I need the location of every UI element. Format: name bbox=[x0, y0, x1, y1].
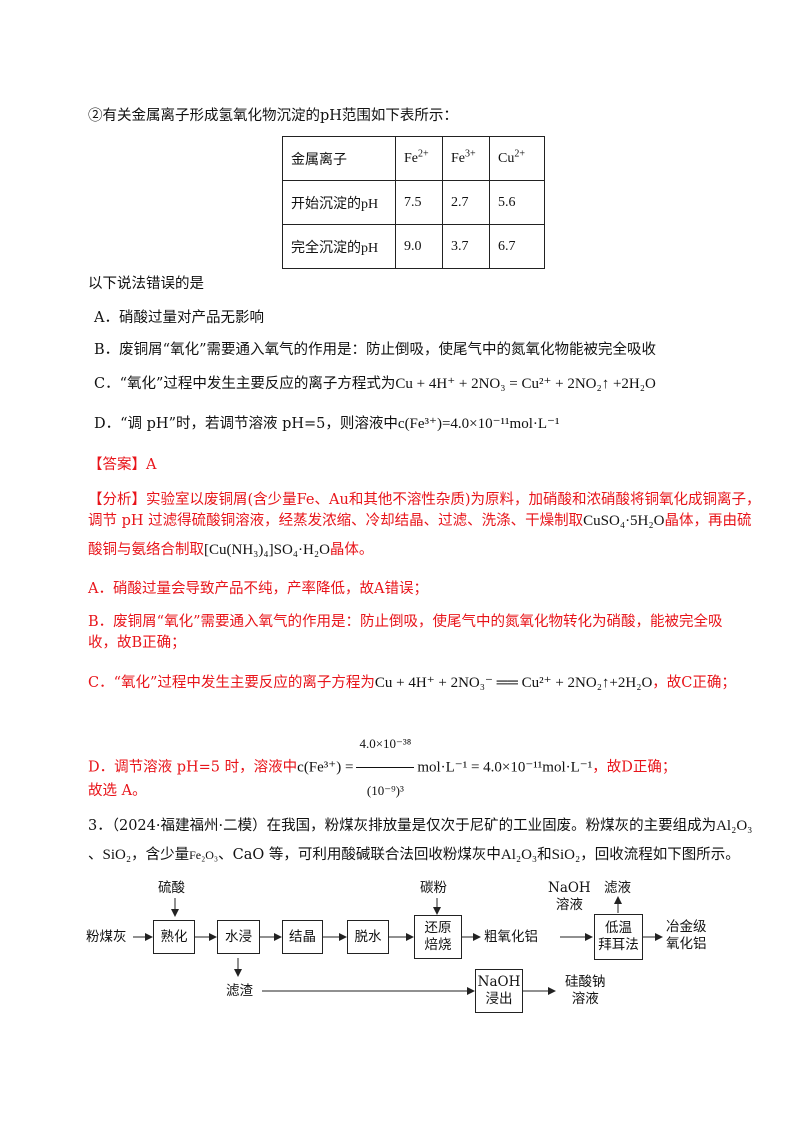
option-b: B．废铜屑“氧化”需要通入氧气的作用是：防止倒吸，使尾气中的氮氧化物能被完全吸收 bbox=[94, 342, 656, 358]
option-d-text: D．“调 pH”时，若调节溶液 pH=5，则溶液中 bbox=[94, 416, 398, 432]
formula: CuSO₄·5H₂O bbox=[583, 513, 665, 529]
analysis-text: ，故D正确； bbox=[592, 759, 677, 776]
question-text: ，回收流程如下图所示。 bbox=[580, 847, 740, 863]
step-reduction-roast: 还原焙烧 bbox=[414, 915, 462, 959]
option-d: D．“调 pH”时，若调节溶液 pH=5，则溶液中c(Fe³⁺)=4.0×10⁻… bbox=[94, 414, 559, 434]
table-cell: 开始沉淀的pH bbox=[282, 180, 396, 225]
filtrate-label: 滤液 bbox=[604, 880, 631, 896]
table-header-cell: Fe2+ bbox=[395, 136, 443, 181]
analysis-text: 酸铜与氨络合制取 bbox=[88, 542, 204, 558]
table-row: 完全沉淀的pH 9.0 3.7 6.7 bbox=[282, 224, 545, 269]
analysis-text: ，故C正确； bbox=[652, 675, 736, 691]
step-water-leach: 水浸 bbox=[217, 920, 260, 954]
question3-line-1: 3．（2024·福建福州·二模）在我国，粉煤灰排放量是仅次于尼矿的工业固废。粉煤… bbox=[88, 816, 752, 836]
residue-label: 滤渣 bbox=[226, 983, 253, 999]
sodium-silicate-solution: 硅酸钠溶液 bbox=[565, 974, 606, 1007]
step-bayer: 低温拜耳法 bbox=[594, 914, 643, 960]
analysis-b-2: 收，故B正确； bbox=[88, 635, 186, 651]
fraction: 4.0×10⁻³⁸ (10⁻⁹)³ bbox=[356, 722, 415, 813]
formula: SiO₂ bbox=[551, 847, 581, 863]
option-c-equation: Cu + 4H⁺ + 2NO₃ = Cu²⁺ + 2NO₂↑ +2H₂O bbox=[395, 376, 656, 392]
analysis-line-3: 酸铜与氨络合制取[Cu(NH₃)₄]SO₄·H₂O晶体。 bbox=[88, 540, 373, 560]
analysis-c: C．“氧化”过程中发生主要反应的离子方程为Cu + 4H⁺ + 2NO₃⁻ ══… bbox=[88, 673, 736, 693]
formula: SiO₂ bbox=[102, 847, 132, 863]
analysis-line-2: 调节 pH 过滤得硫酸铜溶液，经蒸发浓缩、冷却结晶、过滤、洗涤、干燥制取CuSO… bbox=[88, 511, 751, 531]
formula: mol·L⁻¹ = 4.0×10⁻¹¹mol·L⁻¹ bbox=[417, 759, 593, 776]
table-cell: 6.7 bbox=[489, 224, 545, 269]
option-c-text: C．“氧化”过程中发生主要反应的离子方程式为 bbox=[94, 376, 396, 392]
step-dehydrate: 脱水 bbox=[347, 920, 389, 954]
question-text: 、 bbox=[88, 847, 103, 863]
analysis-text: 晶体，再由硫 bbox=[664, 513, 752, 529]
formula: Cu + 4H⁺ + 2NO₃⁻ ══ Cu²⁺ + 2NO₂↑+2H₂O bbox=[374, 675, 653, 691]
answer-label: 【答案】A bbox=[88, 457, 157, 473]
fraction-denominator: (10⁻⁹)³ bbox=[366, 783, 404, 798]
fraction-numerator: 4.0×10⁻³⁸ bbox=[356, 722, 415, 768]
metallurgical-alumina: 冶金级氧化铝 bbox=[666, 919, 707, 952]
conclusion: 故选 A。 bbox=[88, 783, 147, 799]
reagent-sulfuric-acid: 硫酸 bbox=[158, 880, 185, 896]
analysis-line-1: 【分析】实验室以废铜屑(含少量Fe、Au和其他不溶性杂质)为原料，加硝酸和浓硝酸… bbox=[88, 492, 761, 508]
formula: Al₂O₃ bbox=[716, 818, 753, 834]
table-header-cell: Cu2+ bbox=[489, 136, 545, 181]
analysis-text: C．“氧化”过程中发生主要反应的离子方程为 bbox=[88, 675, 375, 691]
analysis-a: A．硝酸过量会导致产品不纯，产率降低，故A错误； bbox=[88, 581, 428, 597]
formula: Fe₂O₃ bbox=[189, 848, 219, 862]
question-text: 3．（2024·福建福州·二模）在我国，粉煤灰排放量是仅次于尼矿的工业固废。粉煤… bbox=[88, 818, 717, 834]
table-header-cell: Fe3+ bbox=[442, 136, 490, 181]
table-header-cell: 金属离子 bbox=[282, 136, 396, 181]
analysis-text: D．调节溶液 pH=5 时，溶液中 bbox=[88, 759, 298, 776]
analysis-d: D．调节溶液 pH=5 时，溶液中c(Fe³⁺) =4.0×10⁻³⁸ (10⁻⁹… bbox=[88, 722, 676, 813]
option-d-equation: c(Fe³⁺)=4.0×10⁻¹¹mol·L⁻¹ bbox=[397, 416, 560, 432]
table-cell: 完全沉淀的pH bbox=[282, 224, 396, 269]
ph-table: 金属离子 Fe2+ Fe3+ Cu2+ 开始沉淀的pH 7.5 2.7 5.6 … bbox=[282, 136, 545, 269]
formula: c(Fe³⁺) = bbox=[297, 759, 354, 776]
question-text: 和 bbox=[537, 847, 552, 863]
reagent-carbon: 碳粉 bbox=[420, 880, 447, 896]
step-maturation: 熟化 bbox=[153, 920, 195, 954]
step-crystallize: 结晶 bbox=[282, 920, 323, 954]
question-text: 、CaO 等，可利用酸碱联合法回收粉煤灰中 bbox=[218, 847, 501, 863]
input-label: 粉煤灰 bbox=[86, 929, 127, 945]
table-cell: 5.6 bbox=[489, 180, 545, 225]
table-header-row: 金属离子 Fe2+ Fe3+ Cu2+ bbox=[282, 136, 545, 181]
analysis-text: 晶体。 bbox=[329, 542, 374, 558]
formula: Al₂O₃ bbox=[500, 847, 538, 863]
crude-alumina: 粗氧化铝 bbox=[484, 929, 538, 945]
question3-line-2: 、SiO₂，含少量Fe₂O₃、CaO 等，可利用酸碱联合法回收粉煤灰中Al₂O₃… bbox=[88, 845, 740, 865]
option-c: C．“氧化”过程中发生主要反应的离子方程式为Cu + 4H⁺ + 2NO₃ = … bbox=[94, 374, 656, 394]
option-a: A．硝酸过量对产品无影响 bbox=[94, 310, 264, 326]
question-text: ，含少量 bbox=[131, 847, 190, 863]
table-cell: 3.7 bbox=[442, 224, 490, 269]
analysis-b-1: B．废铜屑“氧化”需要通入氧气的作用是：防止倒吸，使尾气中的氮氧化物转化为硝酸，… bbox=[88, 614, 723, 630]
table-row: 开始沉淀的pH 7.5 2.7 5.6 bbox=[282, 180, 545, 225]
table-cell: 9.0 bbox=[395, 224, 443, 269]
intro-line: ②有关金属离子形成氢氧化物沉淀的pH范围如下表所示： bbox=[88, 108, 458, 124]
question-prompt: 以下说法错误的是 bbox=[88, 276, 204, 292]
formula: [Cu(NH₃)₄]SO₄·H₂O bbox=[204, 542, 330, 558]
analysis-text: 调节 pH 过滤得硫酸铜溶液，经蒸发浓缩、冷却结晶、过滤、洗涤、干燥制取 bbox=[88, 513, 584, 529]
